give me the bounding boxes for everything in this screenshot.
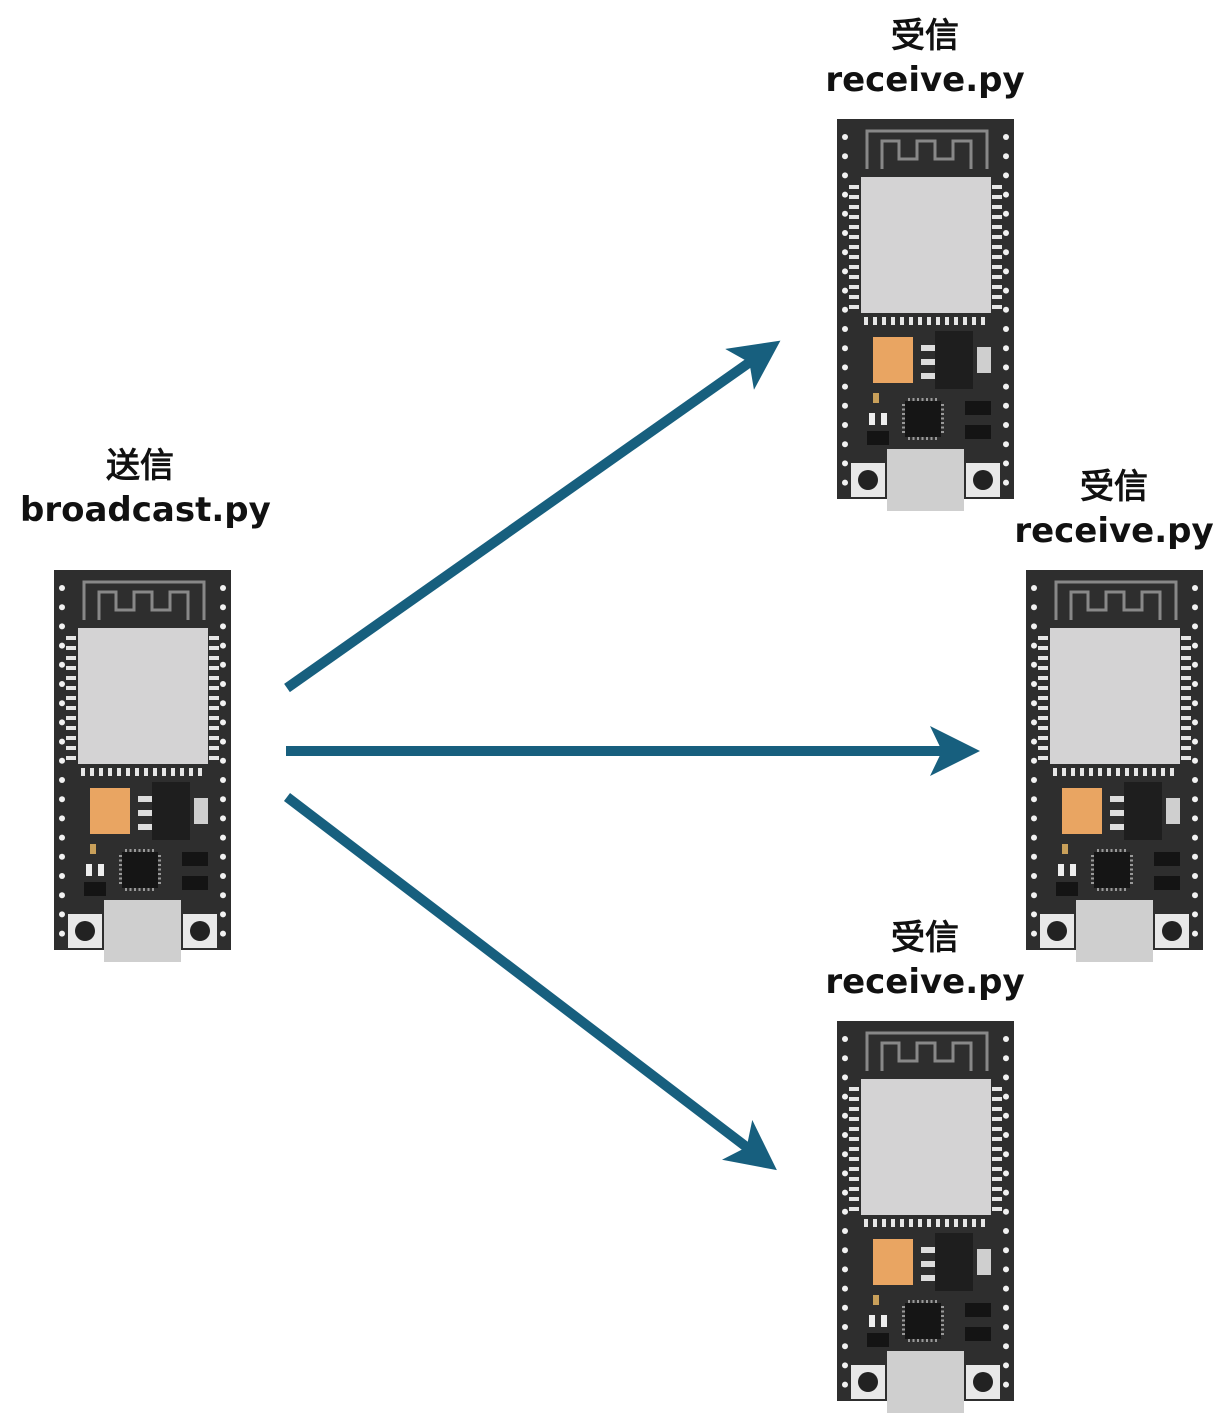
sender-label: 送信 broadcast.py	[20, 444, 271, 532]
arrow-to-bottom-receiver	[283, 793, 777, 1171]
sender-role: 送信	[106, 446, 174, 486]
arrow-to-top-receiver	[284, 340, 781, 693]
receiver-role: 受信	[891, 16, 959, 56]
receiver-filename: receive.py	[1014, 511, 1214, 551]
receiver-middle-board-icon	[1026, 570, 1203, 962]
sender-filename: broadcast.py	[20, 490, 271, 530]
receiver-filename: receive.py	[825, 962, 1025, 1002]
receiver-middle-label: 受信 receive.py	[994, 465, 1231, 553]
receiver-top-board-icon	[837, 119, 1014, 511]
receiver-filename: receive.py	[825, 60, 1025, 100]
receiver-top-label: 受信 receive.py	[805, 14, 1045, 102]
receiver-role: 受信	[891, 918, 959, 958]
receiver-role: 受信	[1080, 467, 1148, 507]
receiver-bottom-label: 受信 receive.py	[805, 916, 1045, 1004]
sender-board-icon	[54, 570, 231, 962]
receiver-bottom-board-icon	[837, 1021, 1014, 1413]
